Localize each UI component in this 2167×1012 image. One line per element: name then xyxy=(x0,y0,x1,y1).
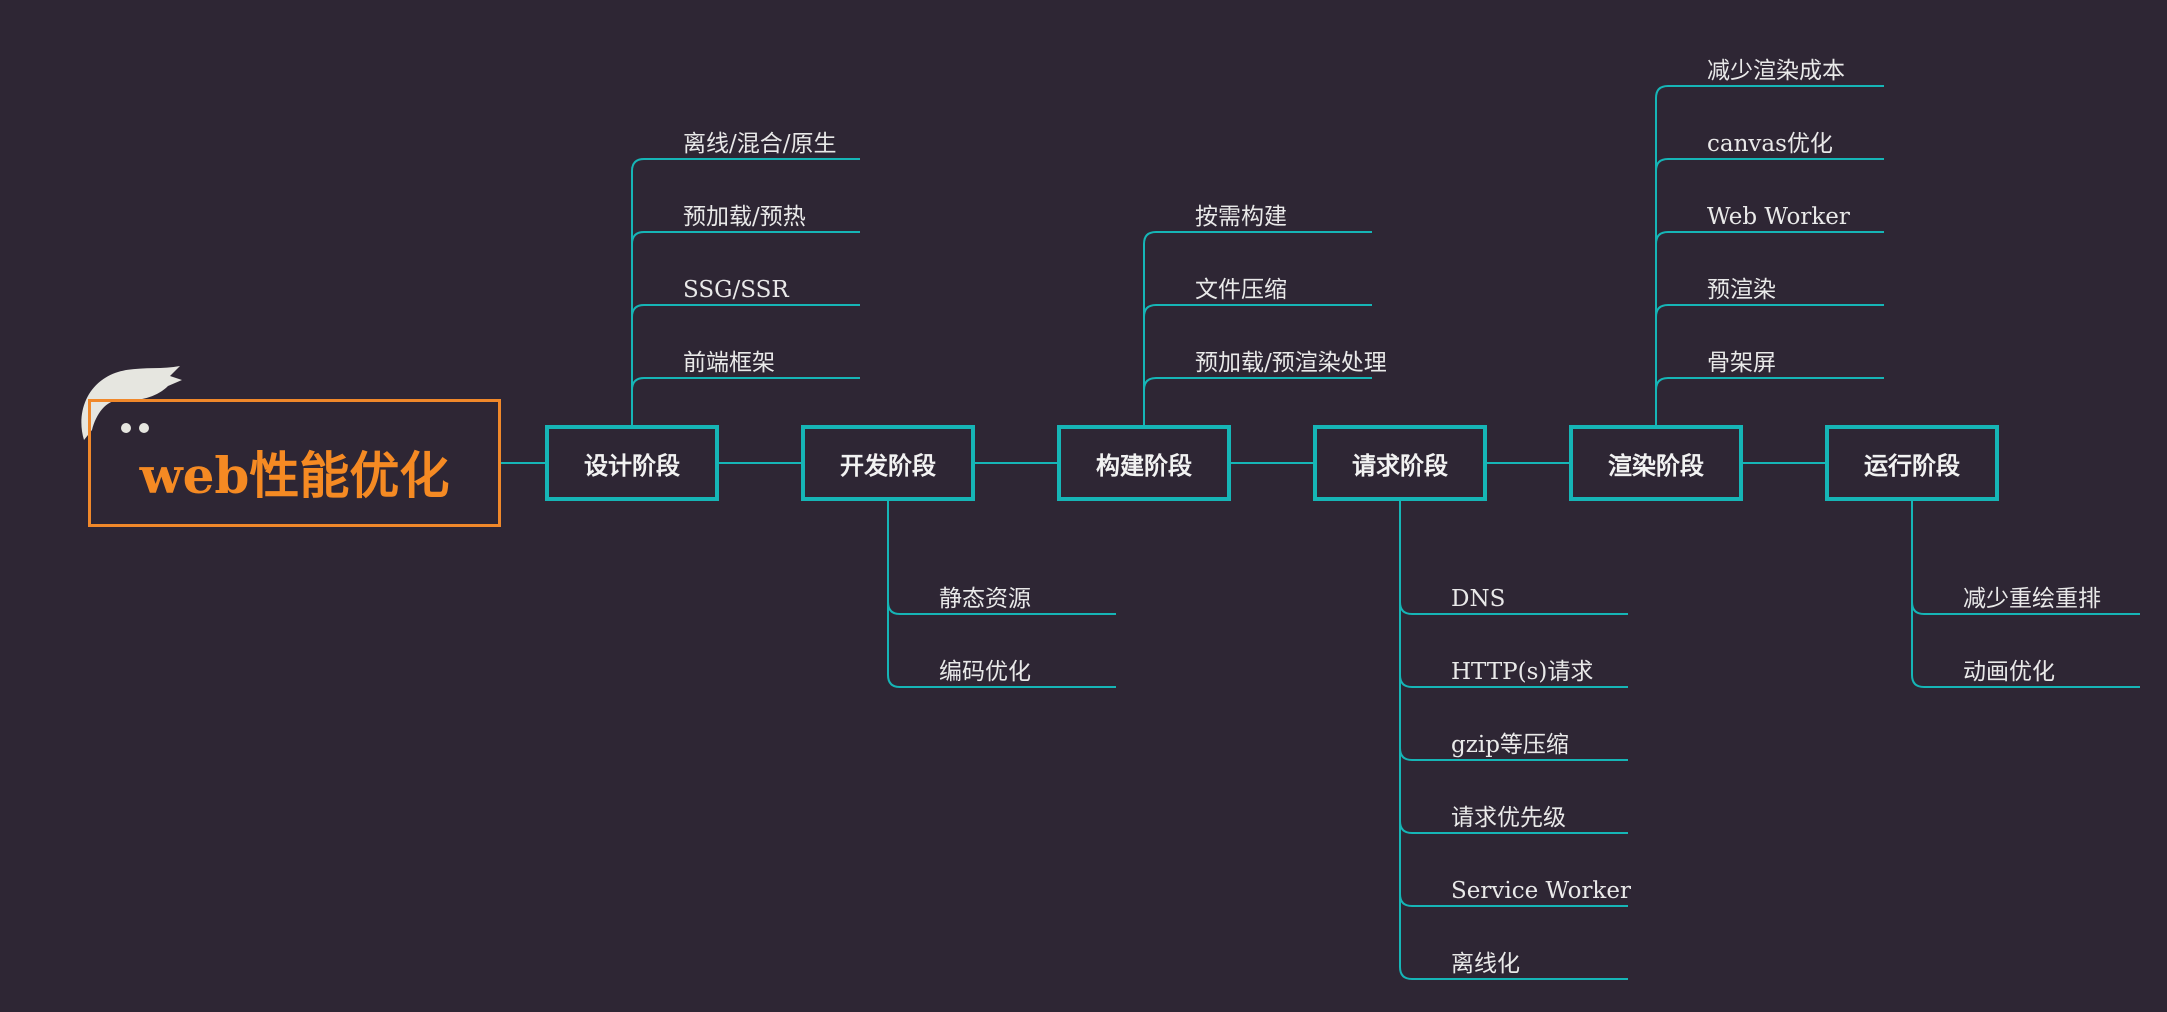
leaf-node[interactable]: 骨架屏 xyxy=(1707,350,1776,376)
stage-node-design[interactable]: 设计阶段 xyxy=(545,425,719,501)
branch-line xyxy=(1655,158,1884,172)
leaf-node[interactable]: 按需构建 xyxy=(1195,204,1287,230)
leaf-node[interactable]: gzip等压缩 xyxy=(1451,732,1569,758)
stage-node-build[interactable]: 构建阶段 xyxy=(1057,425,1231,501)
branch-line xyxy=(1399,820,1628,834)
leaf-node[interactable]: DNS xyxy=(1451,586,1506,612)
branch-line xyxy=(1143,231,1372,245)
branch-line xyxy=(631,231,860,245)
stage-node-request[interactable]: 请求阶段 xyxy=(1313,425,1487,501)
stage-label: 请求阶段 xyxy=(1352,451,1448,480)
branch-line xyxy=(1655,231,1884,245)
stage-label: 运行阶段 xyxy=(1864,451,1960,480)
branch-line xyxy=(1655,85,1884,99)
leaf-node[interactable]: 预渲染 xyxy=(1707,277,1776,303)
root-node[interactable]: web性能优化 xyxy=(88,399,501,527)
branch-line xyxy=(1399,893,1628,907)
leaf-node[interactable]: 静态资源 xyxy=(939,586,1031,612)
stage-label: 开发阶段 xyxy=(840,451,936,480)
branch-line xyxy=(631,304,860,318)
branch-line xyxy=(1655,304,1884,318)
mascot-hair-icon xyxy=(81,366,182,440)
leaf-node[interactable]: 编码优化 xyxy=(939,659,1031,685)
leaf-node[interactable]: 预加载/预热 xyxy=(683,204,806,230)
leaf-node[interactable]: canvas优化 xyxy=(1707,131,1833,157)
leaf-node[interactable]: 离线化 xyxy=(1451,951,1520,977)
root-title: web性能优化 xyxy=(139,446,450,505)
stage-node-render[interactable]: 渲染阶段 xyxy=(1569,425,1743,501)
leaf-node[interactable]: 减少重绘重排 xyxy=(1963,586,2101,612)
stage-label: 构建阶段 xyxy=(1096,451,1192,480)
branch-line xyxy=(887,674,1116,688)
leaf-node[interactable]: SSG/SSR xyxy=(683,277,789,303)
branch-line xyxy=(1399,601,1628,615)
leaf-node[interactable]: 前端框架 xyxy=(683,350,775,376)
stage-node-dev[interactable]: 开发阶段 xyxy=(801,425,975,501)
branch-line xyxy=(1911,601,2140,615)
stage-node-runtime[interactable]: 运行阶段 xyxy=(1825,425,1999,501)
branch-line xyxy=(1399,966,1628,980)
leaf-node[interactable]: 动画优化 xyxy=(1963,659,2055,685)
branch-line xyxy=(1143,304,1372,318)
leaf-node[interactable]: 减少渲染成本 xyxy=(1707,58,1845,84)
branch-line xyxy=(1399,674,1628,688)
leaf-node[interactable]: 请求优先级 xyxy=(1451,805,1566,831)
leaf-node[interactable]: 离线/混合/原生 xyxy=(683,131,837,157)
branch-line xyxy=(1143,377,1372,391)
stage-label: 渲染阶段 xyxy=(1608,451,1704,480)
leaf-node[interactable]: 文件压缩 xyxy=(1195,277,1287,303)
stage-label: 设计阶段 xyxy=(584,451,680,480)
branch-line xyxy=(887,601,1116,615)
leaf-node[interactable]: 预加载/预渲染处理 xyxy=(1195,350,1387,376)
leaf-node[interactable]: Web Worker xyxy=(1707,204,1850,230)
branch-line xyxy=(631,377,860,391)
leaf-node[interactable]: HTTP(s)请求 xyxy=(1451,659,1594,685)
branch-line xyxy=(631,158,860,172)
leaf-node[interactable]: Service Worker xyxy=(1451,878,1631,904)
branch-line xyxy=(1399,747,1628,761)
branch-line xyxy=(1655,377,1884,391)
branch-line xyxy=(1911,674,2140,688)
